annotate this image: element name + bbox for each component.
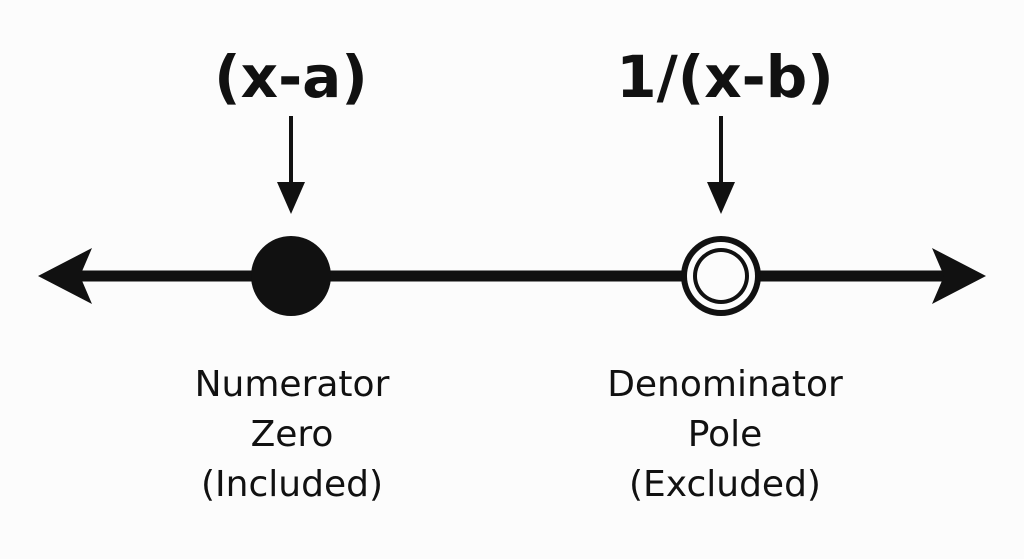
caption-line: Numerator <box>194 364 390 405</box>
caption-line: Zero <box>250 414 334 455</box>
numerator-zero-caption: Numerator Zero (Included) <box>160 360 424 510</box>
caption-line: Pole <box>687 414 763 455</box>
denominator-expression: 1/(x-b) <box>616 43 834 111</box>
numerator-expression: (x-a) <box>214 43 368 111</box>
right-arrowhead-icon <box>932 248 986 304</box>
caption-line: (Excluded) <box>629 464 821 505</box>
closed-circle-marker <box>251 236 331 316</box>
left-arrowhead-icon <box>38 248 92 304</box>
caption-line: Denominator <box>607 364 843 405</box>
numerator-pointer-arrowhead-icon <box>277 182 305 214</box>
caption-line: (Included) <box>201 464 383 505</box>
denominator-pole-caption: Denominator Pole (Excluded) <box>580 360 870 510</box>
open-circle-marker-hole <box>697 252 745 300</box>
denominator-pointer-arrowhead-icon <box>707 182 735 214</box>
